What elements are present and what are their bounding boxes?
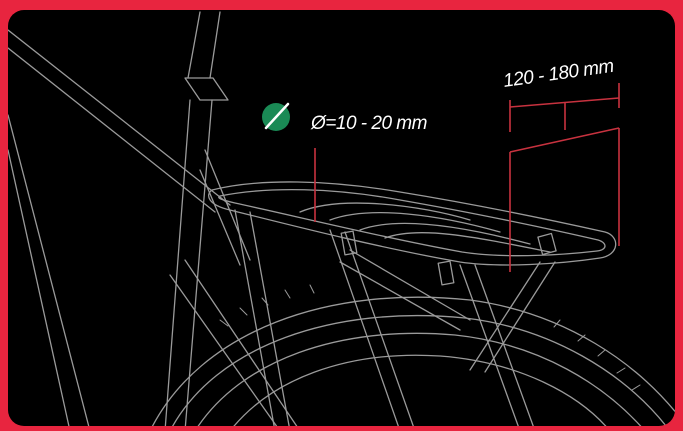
tube-diameter-label: Ø=10 - 20 mm: [311, 113, 427, 134]
width-box-top: [509, 127, 620, 153]
illustration-card: Ø=10 - 20 mm 120 - 180 mm: [8, 10, 675, 426]
width-dimension-line: [509, 97, 620, 108]
tire-tread: [219, 284, 641, 391]
bike-frame: [8, 11, 298, 426]
rack-platform: [208, 181, 617, 286]
slashed-circle-icon: [262, 102, 290, 131]
rack-struts: [234, 209, 556, 426]
rear-wheel: [151, 296, 675, 426]
dimension-lines: [314, 83, 620, 272]
bike-rack-illustration: [8, 11, 675, 426]
